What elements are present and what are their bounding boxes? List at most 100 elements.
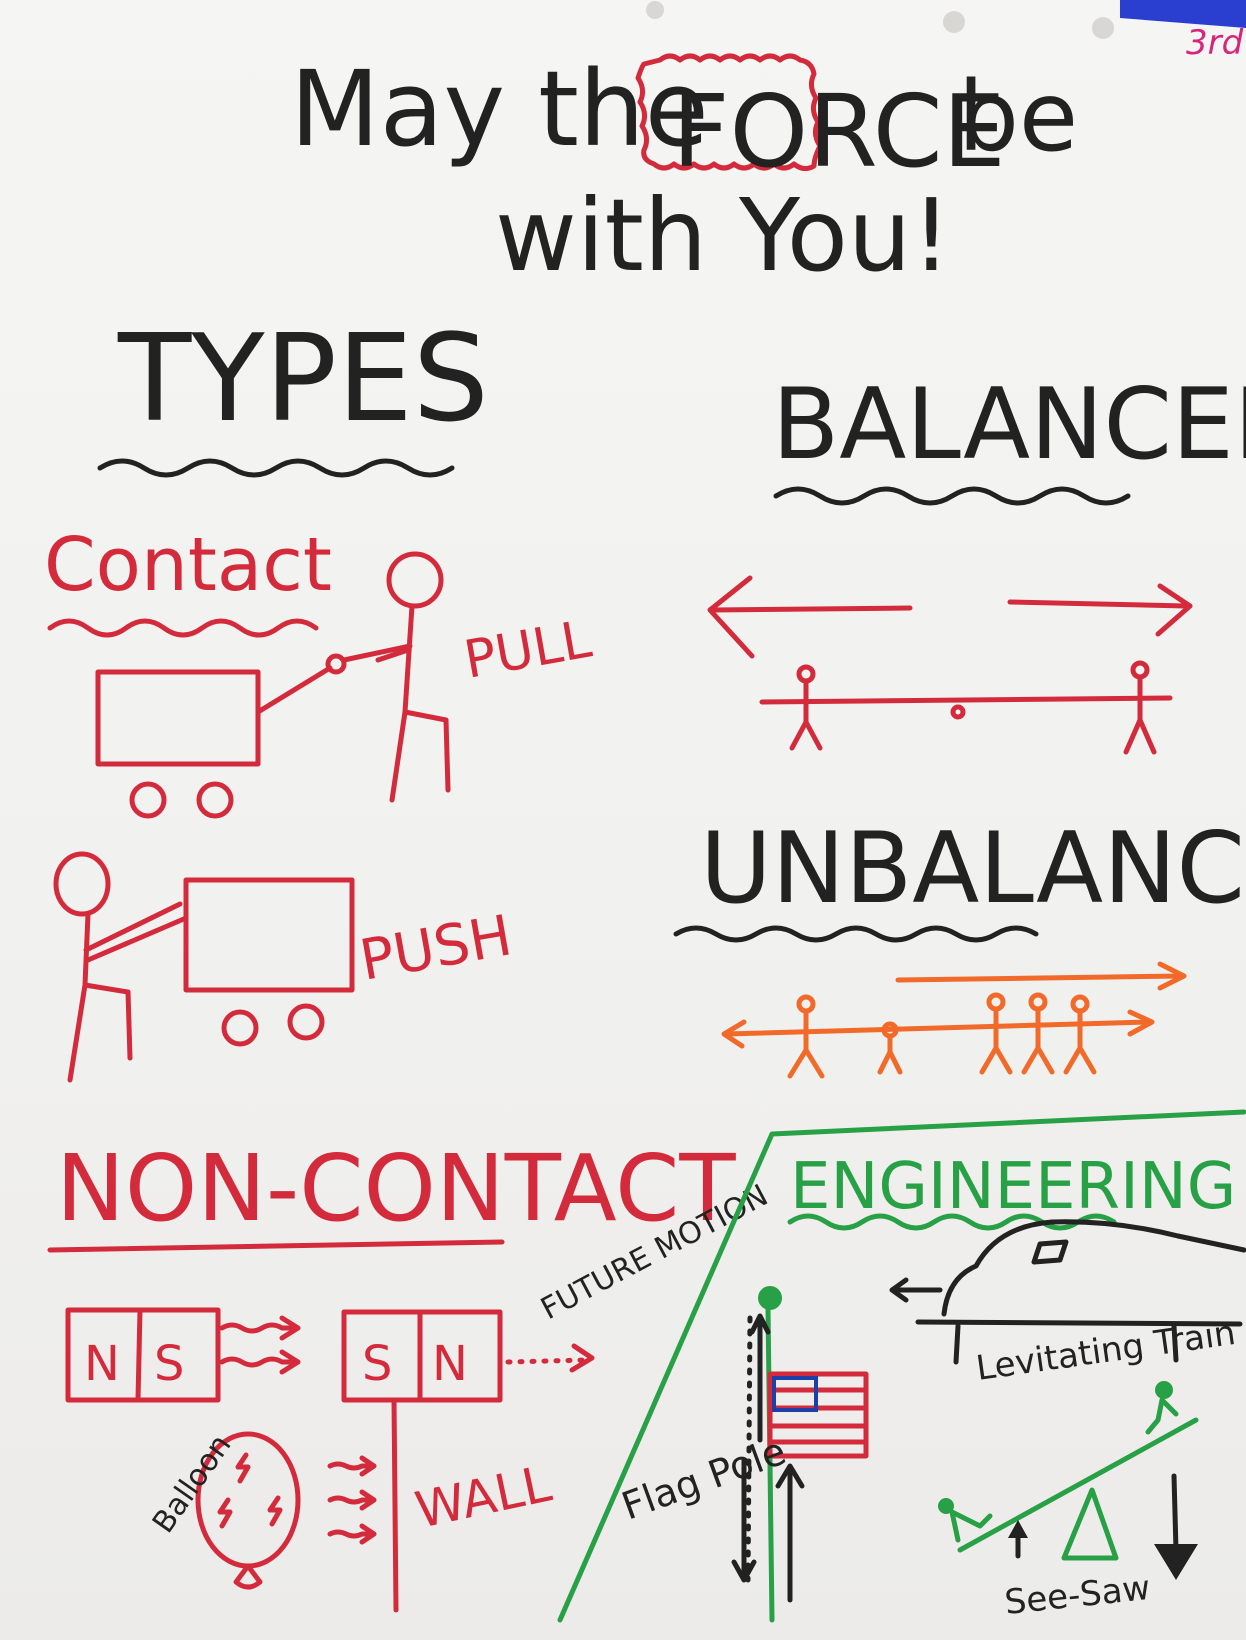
magnet-pole-n: N — [432, 1336, 468, 1392]
train-track — [915, 1319, 1243, 1327]
rope-knot — [325, 653, 347, 675]
seesaw-down-arrow — [1171, 1473, 1179, 1553]
right-force-arrow — [1007, 599, 1189, 609]
pull-cart-drawing — [95, 643, 413, 819]
unbalanced-underline — [673, 925, 1039, 943]
force-highlight-outline — [635, 53, 823, 172]
balanced-underline — [773, 486, 1131, 506]
wall-label: WALL — [410, 1455, 556, 1540]
unbalanced-figure — [877, 1021, 903, 1075]
figure-leg — [389, 709, 408, 803]
figure-head — [386, 551, 444, 609]
balanced-figure-left — [789, 664, 823, 751]
magnet-2: S N — [341, 1309, 503, 1403]
left-force-arrow — [709, 605, 913, 613]
unbalanced-figure — [979, 992, 1013, 1075]
pull-rope — [341, 643, 413, 663]
cart-wheel — [129, 781, 167, 819]
seesaw-person-low-head — [938, 1498, 954, 1514]
balloon-force-arrow — [327, 1455, 377, 1477]
cart-wheel — [221, 1009, 259, 1047]
flag-pole-drawing — [731, 1286, 869, 1623]
static-charge-icon — [235, 1452, 251, 1484]
magnet-pole-s: S — [362, 1336, 392, 1392]
balanced-diagram — [707, 575, 1193, 755]
figure-leg — [443, 717, 451, 793]
see-saw-fulcrum — [1061, 1487, 1119, 1561]
figure-body — [402, 603, 415, 715]
train-window — [1031, 1239, 1069, 1265]
left-arrowhead — [707, 575, 755, 659]
push-stick-figure — [53, 851, 189, 1083]
unbalanced-diagram — [721, 961, 1187, 1079]
balanced-figure-right — [1123, 660, 1157, 755]
pull-label: PULL — [460, 610, 596, 691]
title-force: FORCE — [672, 73, 1006, 190]
wall-line — [391, 1397, 399, 1613]
pulley-rope — [745, 1315, 753, 1583]
right-arrowhead — [1155, 583, 1193, 637]
net-force-arrow — [895, 973, 1185, 983]
rope-right-arrowhead — [1127, 1009, 1155, 1037]
static-charge-icon — [217, 1497, 233, 1529]
seesaw-person-low — [949, 1509, 993, 1543]
track-support — [953, 1323, 961, 1365]
see-saw-drawing — [938, 1381, 1199, 1580]
flag-pole-line — [765, 1305, 775, 1623]
seesaw-down-arrowhead — [1154, 1544, 1198, 1580]
flag-outline — [767, 1371, 869, 1459]
balanced-heading: BALANCED — [772, 368, 1246, 482]
pull-rope — [255, 665, 333, 715]
non-contact-heading: NON-CONTACT — [56, 1135, 736, 1242]
balloon-force-arrow — [327, 1523, 377, 1545]
seesaw-up-arrowhead — [1008, 1520, 1028, 1538]
magnet-1: N S — [65, 1307, 221, 1403]
levitating-train-drawing — [889, 1219, 1246, 1365]
future-motion-arrowhead — [569, 1343, 595, 1373]
title-line1-b: be — [958, 61, 1078, 173]
figure-head — [53, 851, 111, 917]
corner-tag — [1120, 0, 1246, 28]
binder-hole — [1092, 17, 1114, 39]
flag-pole-top — [758, 1286, 782, 1310]
magnet-force-arrow — [219, 1315, 301, 1341]
static-charge-icon — [267, 1495, 283, 1527]
rope-center-mark — [950, 704, 966, 720]
future-motion-dotted-arrow — [505, 1357, 589, 1365]
cart-wheel — [196, 781, 234, 819]
unbalanced-heading: UNBALANCED — [700, 812, 1246, 926]
seesaw-person-high-head — [1155, 1381, 1173, 1399]
rope-line — [759, 695, 1173, 705]
figure-leg — [67, 982, 88, 1083]
binder-hole — [943, 11, 965, 33]
push-label: PUSH — [355, 903, 516, 993]
train-body — [941, 1219, 1246, 1317]
figure-arm — [375, 647, 411, 663]
cart-wheel — [287, 1003, 325, 1041]
seesaw-person-high — [1145, 1397, 1179, 1435]
pull-arrowhead — [775, 1463, 805, 1489]
engineering-heading: ENGINEERING — [790, 1150, 1236, 1224]
net-force-arrowhead — [1157, 961, 1187, 991]
flag-canton — [772, 1376, 818, 1412]
engineering-underline — [787, 1213, 1117, 1231]
title-line2: with You! — [495, 177, 951, 294]
types-heading: TYPES — [117, 310, 489, 449]
pull-stick-figure — [375, 551, 451, 803]
push-cart-box — [183, 877, 355, 993]
flag-pole-label: Flag Pole — [616, 1429, 791, 1529]
see-saw-label: See-Saw — [1003, 1568, 1152, 1623]
unbalanced-figure — [787, 994, 825, 1079]
contact-underline — [47, 618, 319, 638]
figure-arm — [85, 915, 189, 963]
down-arrowhead — [731, 1559, 757, 1583]
magnet-force-arrow — [219, 1349, 301, 1375]
see-saw-plank — [957, 1417, 1199, 1553]
track-support — [1171, 1323, 1179, 1363]
non-contact-underline — [47, 1239, 505, 1253]
figure-leg — [402, 709, 449, 723]
push-cart-drawing — [183, 877, 355, 1047]
rope-line — [723, 1019, 1153, 1037]
